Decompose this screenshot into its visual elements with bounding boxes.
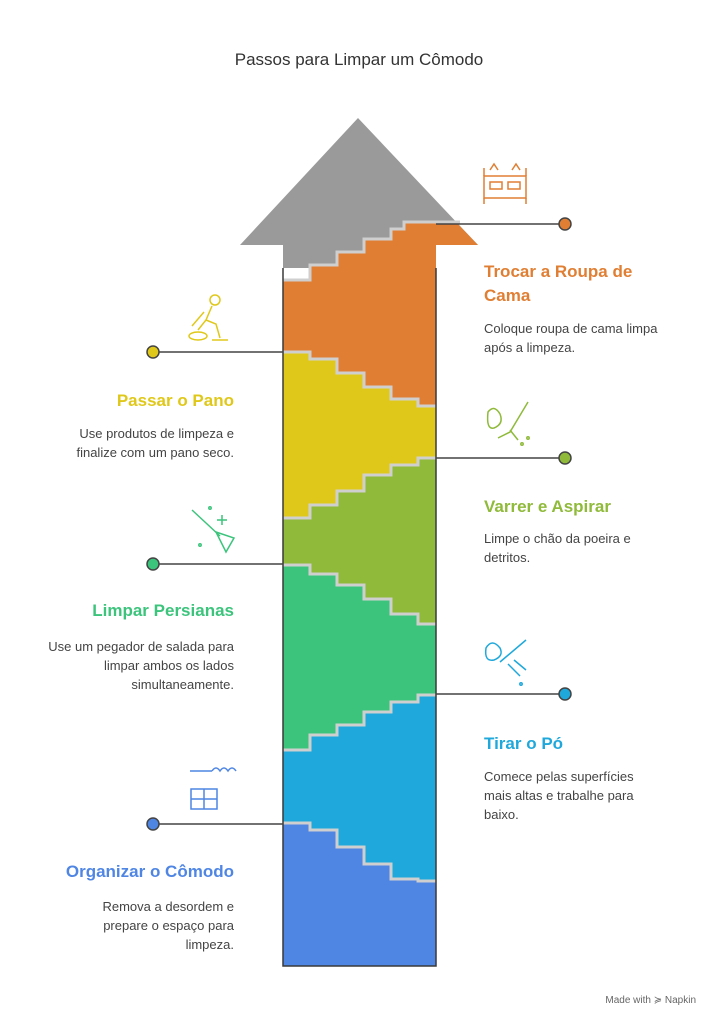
step-edge bbox=[283, 693, 436, 752]
step-title-passar-pano: Passar o Pano bbox=[116, 391, 234, 410]
stair-band-persianas bbox=[283, 565, 436, 750]
step-edge bbox=[283, 456, 436, 520]
shaft-outline bbox=[282, 268, 437, 967]
dot-roupa-cama bbox=[558, 217, 572, 231]
step-title-persianas: Limpar Persianas bbox=[92, 601, 234, 620]
step-desc-persianas: Use um pegador de salada para limpar amb… bbox=[48, 639, 234, 692]
step-desc-tirar-po: Comece pelas superfícies mais altas e tr… bbox=[484, 769, 634, 822]
stair-band-organizar bbox=[283, 823, 436, 966]
dot-varrer bbox=[558, 451, 572, 465]
step-desc-varrer: Limpe o chão da poeira e detritos. bbox=[484, 531, 631, 565]
step-desc-passar-pano: Use produtos de limpeza e finalize com u… bbox=[76, 426, 234, 460]
step-title-varrer: Varrer e Aspirar bbox=[484, 497, 611, 516]
credit-napkin[interactable]: Made with ≽ Napkin bbox=[605, 995, 696, 1006]
arrow-head bbox=[240, 118, 478, 268]
stair-band-roupa-cama bbox=[283, 222, 436, 406]
stair-band-passar-pano bbox=[283, 352, 436, 518]
stair-band-varrer bbox=[283, 458, 436, 624]
step-title-organizar: Organizar o Cômodo bbox=[65, 862, 234, 881]
dot-tirar-po bbox=[558, 687, 572, 701]
step-edge bbox=[283, 220, 460, 282]
diagram-title: Passos para Limpar um Cômodo bbox=[234, 50, 484, 69]
step-title-roupa-cama: Trocar a Roupa de Cama bbox=[484, 262, 633, 305]
step-edge bbox=[283, 821, 436, 883]
stair-band-roupa-cama-head bbox=[404, 222, 478, 268]
duster-icon bbox=[484, 639, 527, 686]
dot-persianas bbox=[146, 557, 160, 571]
dot-passar-pano bbox=[146, 345, 160, 359]
step-edge bbox=[283, 350, 436, 408]
mopping-person-icon bbox=[188, 294, 228, 341]
stair-band-tirar-po bbox=[283, 695, 436, 881]
step-title-tirar-po: Tirar o Pó bbox=[484, 734, 564, 753]
step-desc-roupa-cama: Coloque roupa de cama limpa após a limpe… bbox=[484, 321, 658, 355]
step-desc-organizar: Remova a desordem e prepare o espaço par… bbox=[102, 899, 234, 952]
sparkle-broom-icon bbox=[191, 506, 236, 554]
bed-icon bbox=[483, 162, 527, 204]
broom-icon bbox=[486, 401, 530, 446]
dot-organizar bbox=[146, 817, 160, 831]
step-edge bbox=[283, 563, 436, 626]
closet-icon bbox=[190, 767, 237, 810]
